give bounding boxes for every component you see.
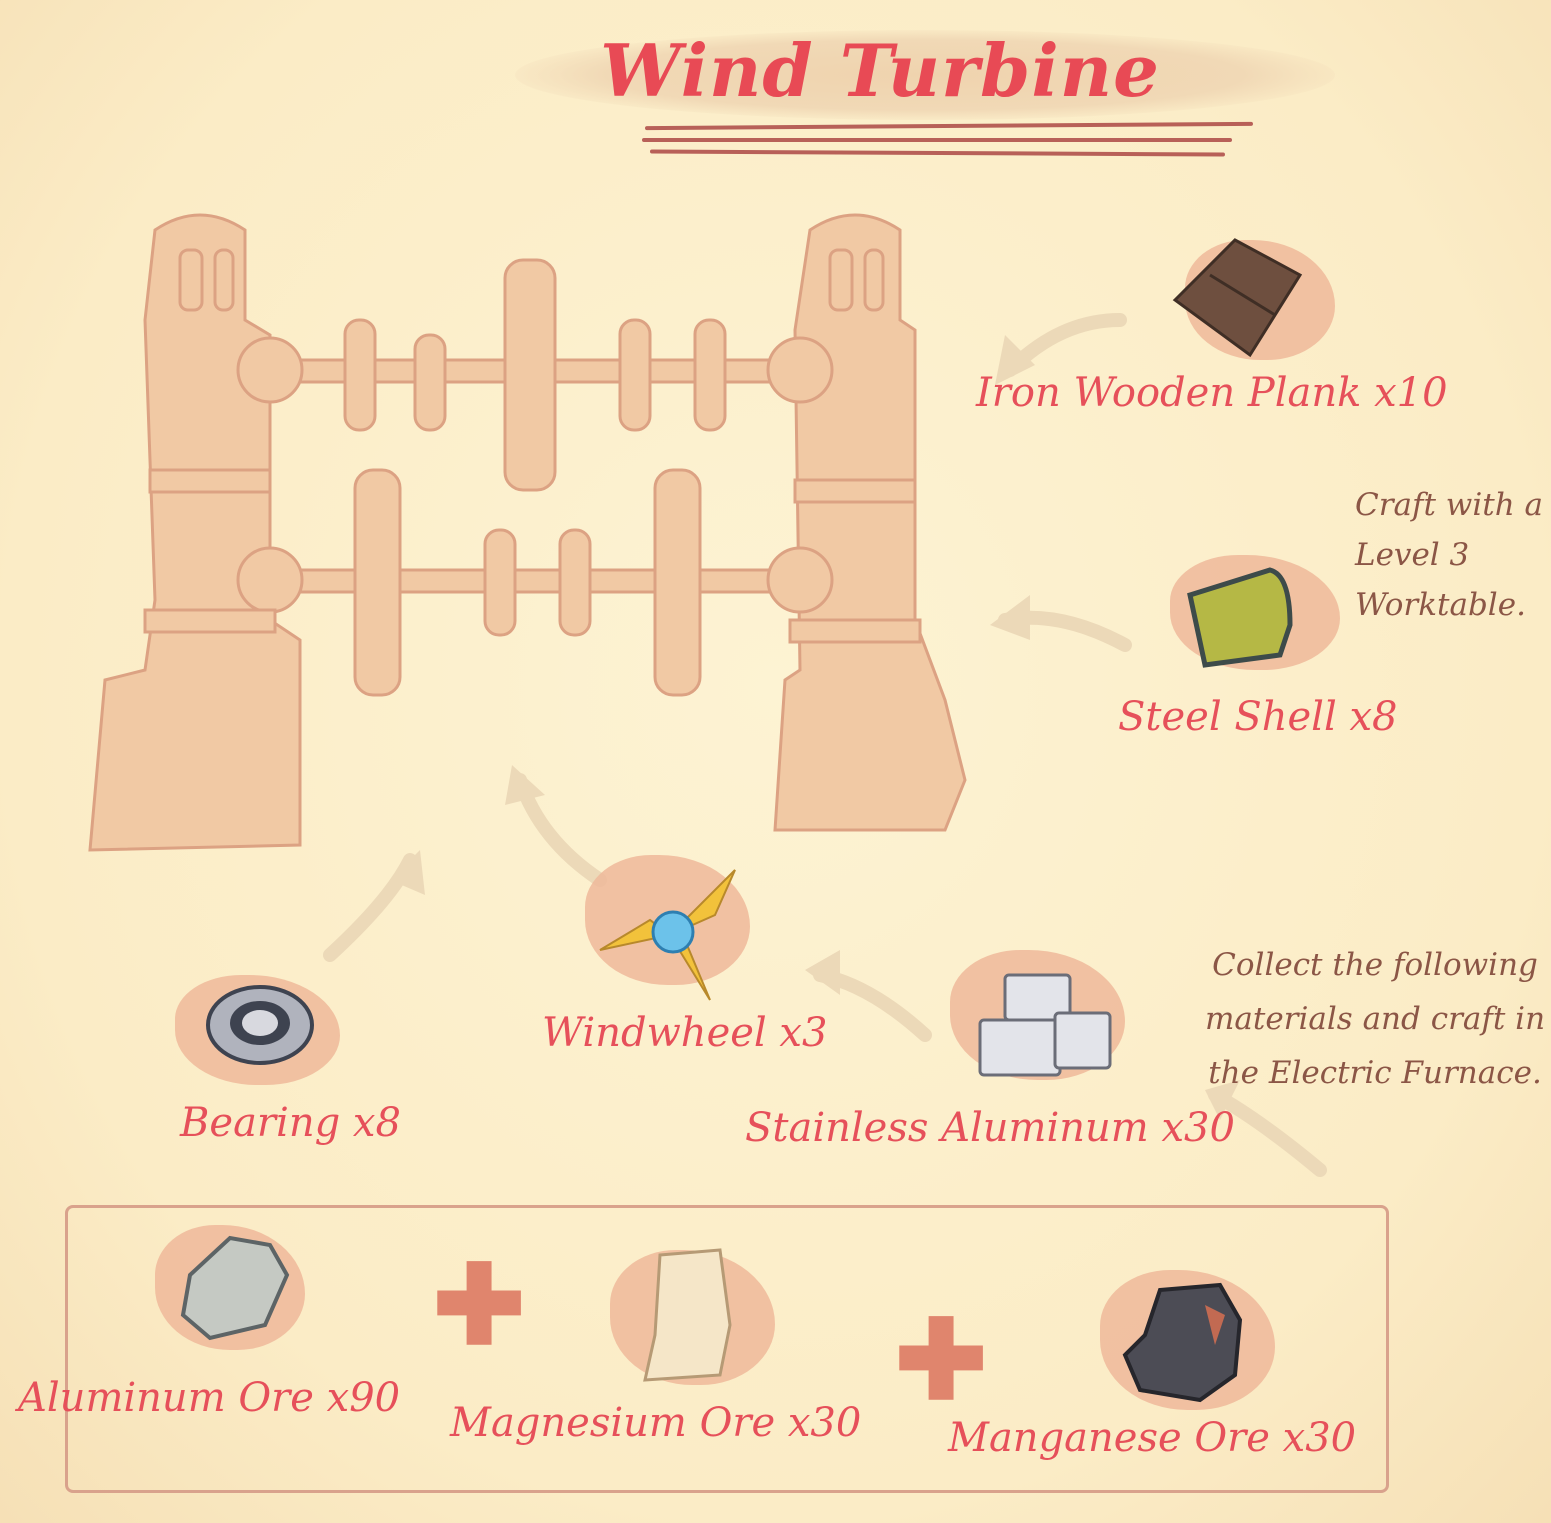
raw-materials-box	[65, 1205, 1389, 1493]
page-title: Wind Turbine	[600, 28, 1160, 113]
iron-wooden-plank-label: Iron Wooden Plank x10	[976, 370, 1448, 416]
note-line: materials and craft in	[1205, 1001, 1546, 1037]
note-line: the Electric Furnace.	[1208, 1055, 1542, 1091]
note-line: Level 3	[1355, 537, 1470, 573]
wind-turbine-sketch	[88, 213, 967, 852]
note-line: Worktable.	[1355, 587, 1526, 623]
note-line: Craft with a	[1355, 487, 1544, 523]
manganese-ore-icon	[1122, 1282, 1243, 1403]
note-line: Collect the following	[1212, 947, 1538, 983]
plus-icon: ✚	[895, 1295, 988, 1424]
windwheel-label: Windwheel x3	[542, 1010, 828, 1056]
steel-shell-icon	[1187, 567, 1293, 668]
magnesium-ore-label: Magnesium Ore x30	[450, 1400, 862, 1446]
stainless-aluminum-icon	[978, 973, 1112, 1077]
title-underline	[642, 138, 1232, 142]
stainless-aluminum-label: Stainless Aluminum x30	[745, 1105, 1235, 1151]
bearing-icon	[206, 985, 314, 1065]
bearing-label: Bearing x8	[180, 1100, 401, 1146]
windwheel-icon	[599, 869, 736, 1001]
aluminum-ore-label: Aluminum Ore x90	[18, 1375, 401, 1421]
title-banner	[515, 30, 1335, 120]
worktable-note: Craft with a Level 3 Worktable.	[1355, 480, 1543, 630]
aluminum-ore-icon	[180, 1235, 290, 1341]
steel-shell-label: Steel Shell x8	[1118, 694, 1398, 740]
iron-wooden-plank-icon	[1172, 238, 1303, 358]
manganese-ore-label: Manganese Ore x30	[948, 1415, 1357, 1461]
magnesium-ore-icon	[643, 1248, 732, 1382]
plus-icon: ✚	[433, 1240, 526, 1369]
furnace-note: Collect the following materials and craf…	[1205, 938, 1545, 1100]
